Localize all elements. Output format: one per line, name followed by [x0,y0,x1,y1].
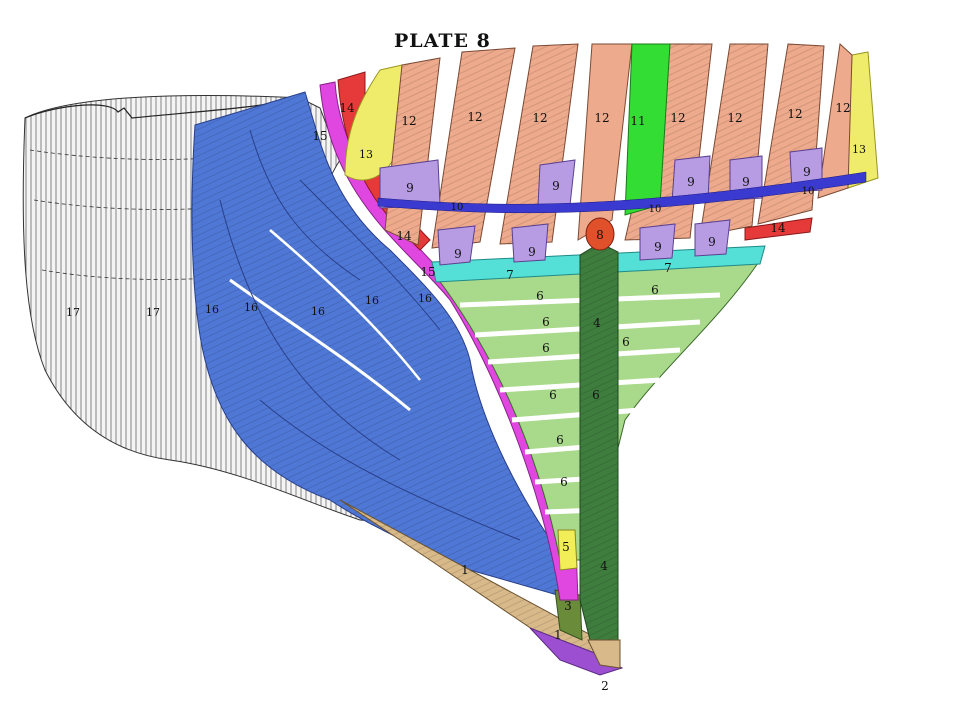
label-9i: 9 [708,235,716,249]
label-16b: 16 [244,301,258,314]
label-9g: 9 [528,245,536,259]
label-14b: 14 [396,229,412,243]
label-15a: 15 [312,129,327,143]
label-6c: 6 [542,315,550,329]
label-12c: 12 [532,111,547,125]
label-10a: 10 [451,202,464,213]
label-10c: 10 [802,186,815,197]
label-12e: 12 [670,111,685,125]
label-12b: 12 [467,110,482,124]
label-8: 8 [596,228,604,242]
label-16e: 16 [418,292,432,305]
label-7a: 7 [506,268,514,282]
label-1b: 1 [554,628,562,642]
label-14a: 14 [339,101,355,115]
clamp-14-right [744,217,813,241]
label-17b: 17 [146,306,160,319]
label-6d: 6 [542,341,550,355]
label-4a: 4 [600,559,608,573]
label-2: 2 [601,679,609,693]
part-labels: 1 1 2 3 4 4 5 6 6 6 6 6 6 6 6 6 7 7 8 9 … [66,101,866,693]
label-6g: 6 [556,433,564,447]
label-14c: 14 [770,221,786,235]
plate-title: PLATE 8 [394,30,491,52]
label-13a: 13 [359,148,373,161]
label-9b: 9 [552,179,560,193]
top-timbers [384,42,853,249]
label-6a: 6 [536,289,544,303]
label-16c: 16 [311,305,325,318]
label-6i: 6 [592,388,600,402]
futtocks-9 [379,147,823,266]
label-9f: 9 [454,247,462,261]
label-11: 11 [630,114,645,128]
label-3: 3 [564,599,572,613]
label-17a: 17 [66,306,80,319]
label-9c: 9 [687,175,695,189]
label-9d: 9 [742,175,750,189]
label-12g: 12 [787,107,802,121]
futtock-9f [437,225,476,266]
filler-13-right [847,51,879,189]
futtock-9h [639,223,676,261]
diagonal-planking [191,91,576,601]
label-16d: 16 [365,294,379,307]
label-12h: 12 [835,101,850,115]
timber-12h [817,42,853,199]
label-9a: 9 [406,181,414,195]
label-10b: 10 [649,204,662,215]
label-6e: 6 [622,335,630,349]
label-6f: 6 [549,388,557,402]
futtock-9i [694,219,731,257]
label-13b: 13 [852,143,866,156]
keel-base-1 [587,639,621,669]
label-4b: 4 [593,316,601,330]
label-16a: 16 [205,303,219,316]
label-9e: 9 [803,165,811,179]
label-9h: 9 [654,240,662,254]
futtock-9g [511,223,549,263]
label-12f: 12 [727,111,742,125]
ribband-10 [377,171,867,214]
label-7b: 7 [664,261,672,275]
label-5: 5 [562,540,570,554]
timber-12d [577,43,633,241]
label-1a: 1 [461,563,469,577]
label-15b: 15 [420,265,435,279]
label-12d: 12 [594,111,609,125]
cap-8 [585,217,615,251]
label-6b: 6 [651,283,659,297]
label-6h: 6 [560,475,568,489]
filler-5 [557,529,578,571]
label-12a: 12 [401,114,416,128]
